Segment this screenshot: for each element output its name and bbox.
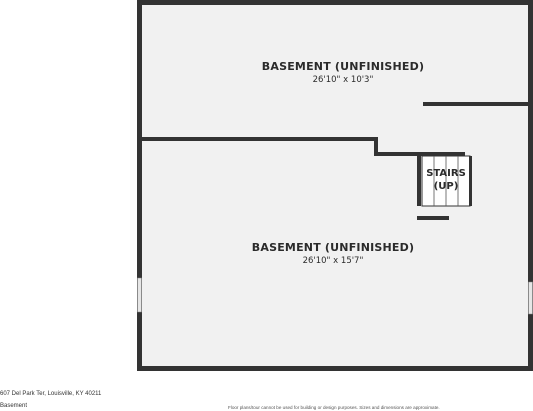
- stairs-left-wall: [417, 156, 421, 206]
- disclaimer-text: Floor plans/tour cannot be used for buil…: [228, 405, 440, 410]
- window-right: [528, 281, 533, 315]
- room-name: BASEMENT (UNFINISHED): [261, 60, 425, 73]
- room-dimensions: 26'10" x 10'3": [312, 75, 374, 85]
- room-label-upper: BASEMENT (UNFINISHED) 26'10" x 10'3": [243, 60, 443, 85]
- wall-right: [528, 0, 533, 370]
- interior-wall-lower: [374, 152, 465, 156]
- floor-name: Basement: [0, 403, 28, 409]
- interior-wall-step: [374, 137, 378, 155]
- room-name: BASEMENT (UNFINISHED): [251, 241, 415, 254]
- wall-bottom: [137, 366, 533, 371]
- interior-wall-main: [141, 137, 378, 141]
- room-label-lower: BASEMENT (UNFINISHED) 26'10" x 15'7": [233, 241, 433, 266]
- stairs-label-line1: STAIRS: [426, 168, 466, 179]
- room-dimensions: 26'10" x 15'7": [302, 256, 364, 266]
- stairs-right-wall: [469, 156, 472, 206]
- wall-top: [137, 0, 533, 5]
- stairs-label: STAIRS (UP): [422, 167, 470, 193]
- stairs-label-line2: (UP): [433, 181, 459, 192]
- window-left: [137, 277, 142, 313]
- wall-below-stairs: [417, 216, 449, 220]
- wall-left: [137, 0, 142, 370]
- property-address: 607 Del Park Ter, Louisville, KY 40211: [0, 391, 102, 397]
- interior-wall-upper-right: [423, 102, 530, 106]
